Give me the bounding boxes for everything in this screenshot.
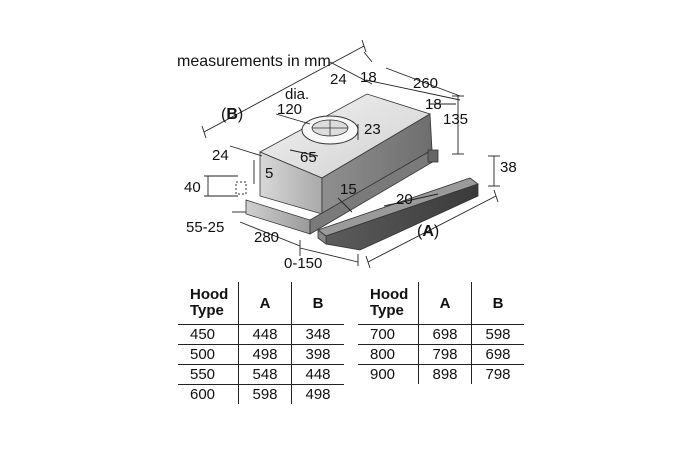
label-18-top: 18 <box>360 69 377 86</box>
b-cell: 448 <box>291 364 344 385</box>
label-23: 23 <box>364 121 381 138</box>
label-dimension-a: (A) <box>417 223 439 240</box>
label-260: 260 <box>413 75 438 92</box>
diagram-title: measurements in mm <box>177 53 331 70</box>
label-38: 38 <box>500 159 517 176</box>
a-cell: 548 <box>238 364 292 385</box>
label-5: 5 <box>265 165 273 182</box>
b-cell: 498 <box>291 384 344 404</box>
a-header: A <box>238 282 292 325</box>
duct-outlet <box>301 115 359 145</box>
b-cell: 698 <box>471 344 524 365</box>
table-row: 550 548 448 <box>178 364 344 385</box>
hood-dimension-diagram: measurements in mm <box>177 39 517 270</box>
hood-rear-bracket <box>427 149 439 163</box>
label-24-left: 24 <box>212 147 229 164</box>
b-header: B <box>291 282 344 325</box>
label-dia: dia. <box>285 86 309 103</box>
table-row: 500 498 398 <box>178 344 344 365</box>
a-cell: 498 <box>238 344 292 365</box>
label-120: 120 <box>277 101 302 118</box>
b-header: B <box>471 282 524 325</box>
dimension-lines <box>201 39 500 269</box>
dimension-labels: 24 18 260 18 135 dia. 120 23 65 24 5 40 … <box>184 69 517 270</box>
a-cell: 598 <box>238 384 292 404</box>
table-row: 800 798 698 <box>358 344 524 365</box>
label-65: 65 <box>300 149 317 166</box>
label-0-150: 0-150 <box>284 255 322 270</box>
mounting-bracket-icon <box>235 181 247 195</box>
a-cell: 698 <box>418 324 472 345</box>
label-280: 280 <box>254 229 279 246</box>
label-135: 135 <box>443 111 468 128</box>
hood-type-cell: 900 <box>358 364 419 384</box>
a-cell: 448 <box>238 324 292 345</box>
a-header: A <box>418 282 472 325</box>
label-15: 15 <box>340 181 357 198</box>
a-cell: 798 <box>418 344 472 365</box>
label-55-25: 55-25 <box>186 219 224 236</box>
hood-type-cell: 450 <box>190 326 216 343</box>
label-18-right: 18 <box>425 96 442 113</box>
b-cell: 398 <box>291 344 344 365</box>
hood-drawer-end <box>317 229 327 245</box>
hood-type-cell: 600 <box>178 384 239 404</box>
table-row: 600 598 498 <box>178 384 344 404</box>
a-cell: 898 <box>418 364 472 384</box>
label-24-top: 24 <box>330 71 347 88</box>
hood-body <box>245 93 479 251</box>
table-row: 450 448 348 <box>178 324 344 345</box>
label-dimension-b: (B) <box>221 106 243 123</box>
b-cell: 798 <box>471 364 524 384</box>
label-40: 40 <box>184 179 201 196</box>
hood-type-cell: 800 <box>358 344 419 365</box>
table-row: 900 898 798 <box>358 364 524 384</box>
b-cell: 598 <box>471 324 524 345</box>
label-20: 20 <box>396 191 413 208</box>
hood-type-cell: 550 <box>178 364 239 385</box>
hood-type-cell: 700 <box>370 326 396 343</box>
hood-type-cell: 500 <box>178 344 239 365</box>
table-row: 700 698 598 <box>358 324 524 345</box>
b-cell: 348 <box>291 324 344 345</box>
